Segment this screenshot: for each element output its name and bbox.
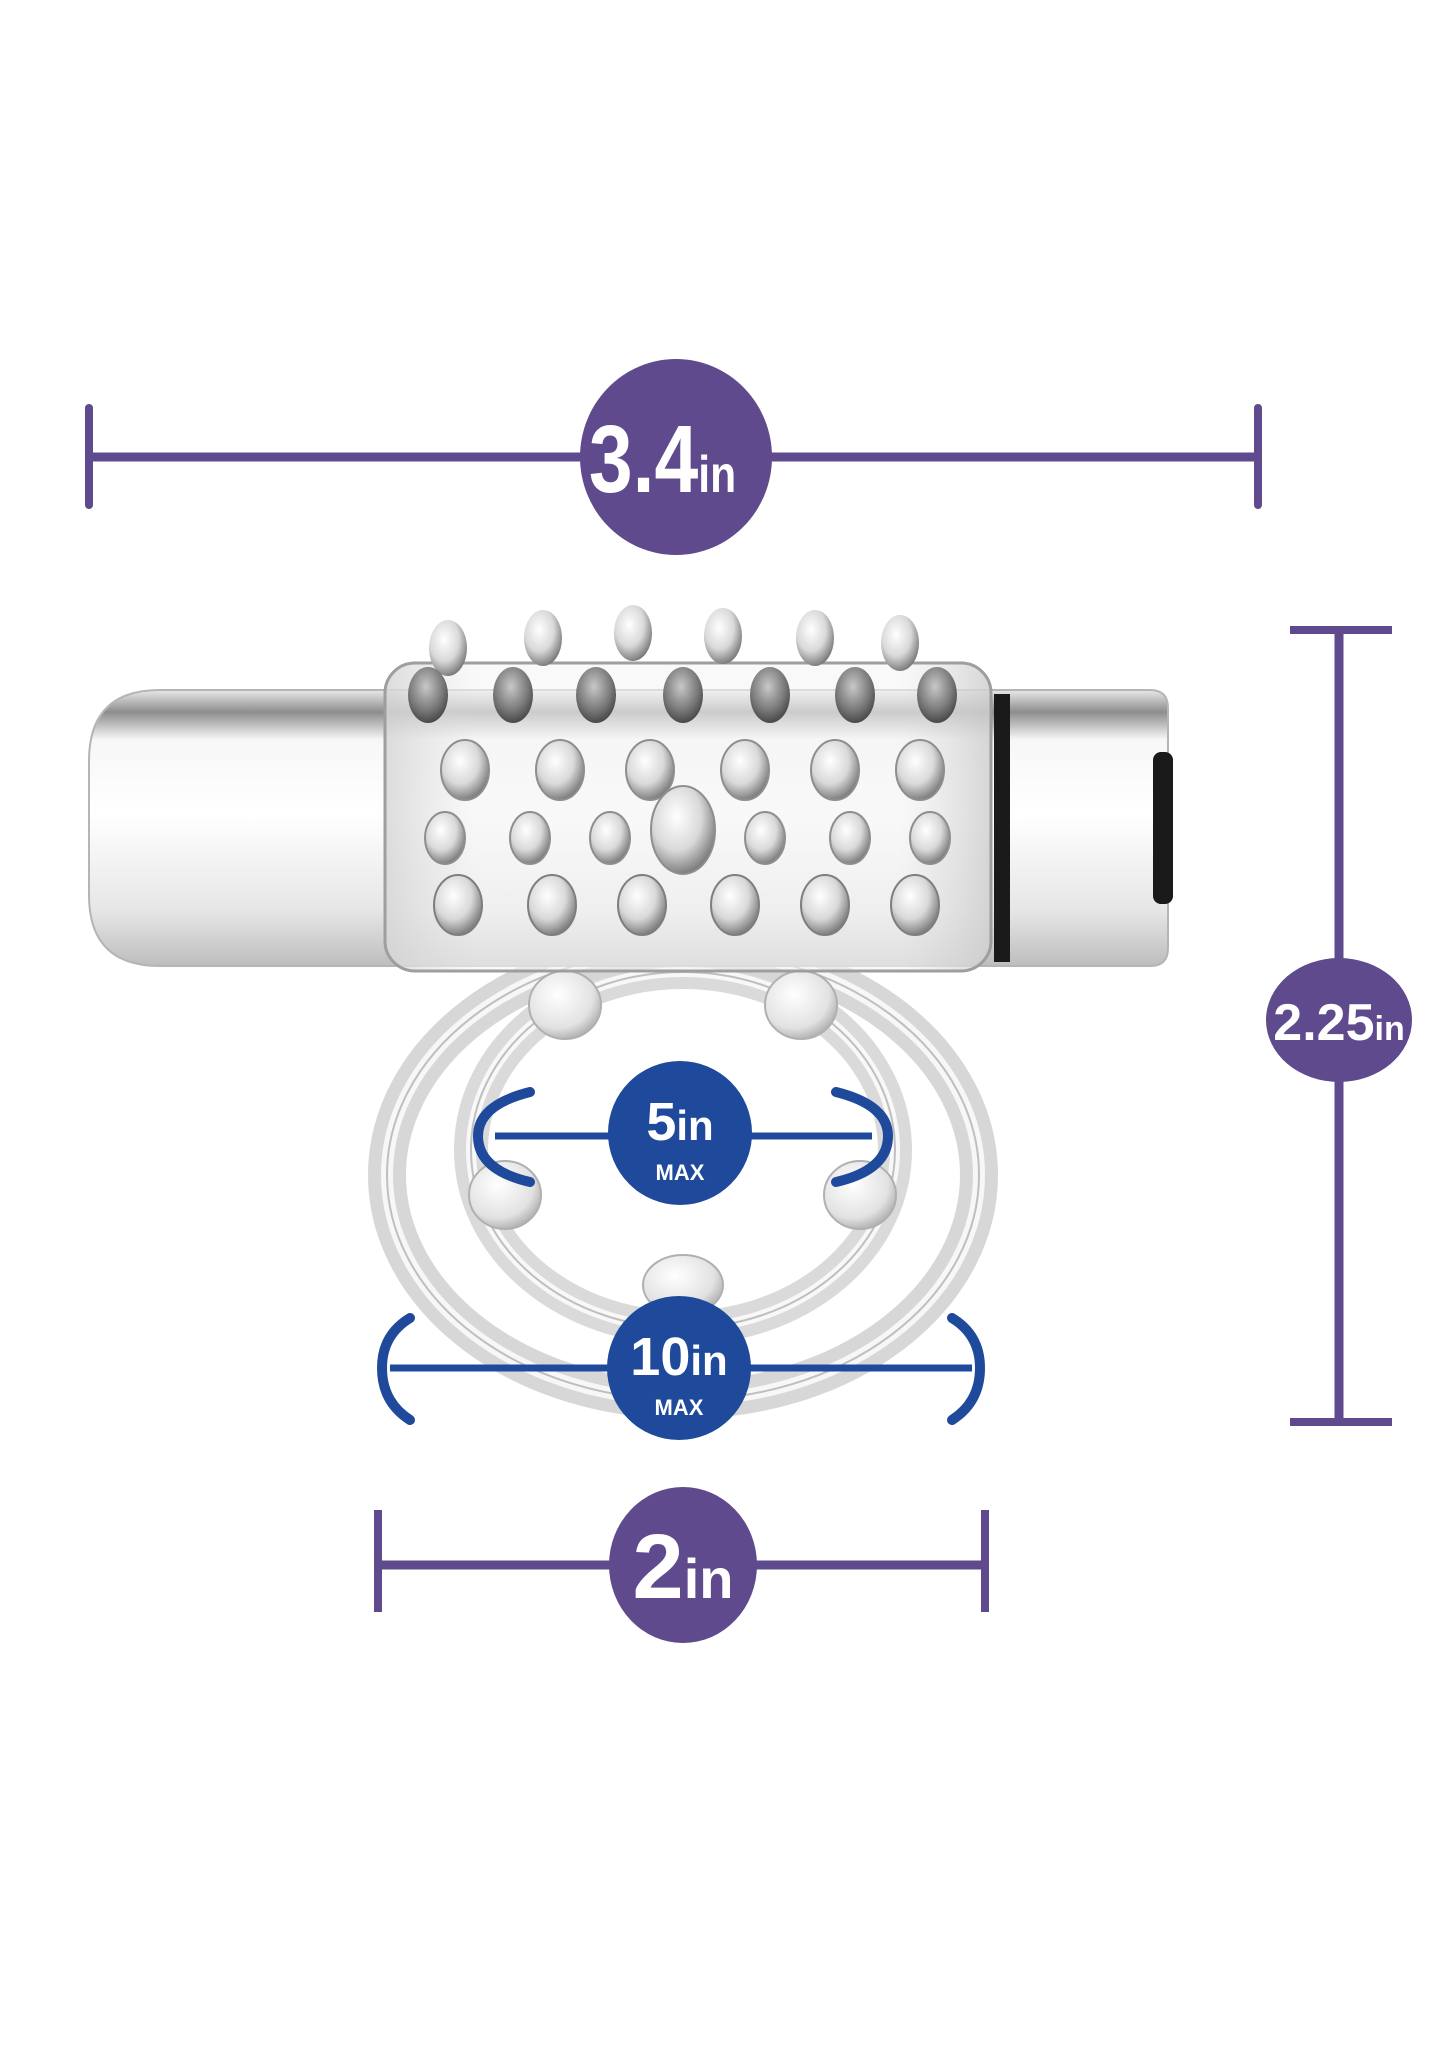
inner-stretch-dimension: 5in MAX [472,1061,894,1205]
inner-stretch-qualifier: MAX [656,1160,705,1185]
height-value: 2.25in [1273,994,1404,1052]
width-dimension: 2in [374,1487,989,1643]
bullet-band [994,694,1010,962]
outer-stretch-right-bracket [947,1313,986,1425]
bullet-end-cap [1153,752,1173,904]
sleeve-nubs-row1 [408,667,957,723]
product-illustration [88,605,1173,1419]
inner-ring-bead [528,970,602,1040]
inner-stretch-value: 5in [646,1092,713,1152]
length-value: 3.4in [589,406,736,513]
outer-stretch-value: 10in [630,1327,727,1387]
height-dimension: 2.25in [1266,626,1412,1426]
outer-stretch-dimension: 10in MAX [376,1296,986,1440]
outer-stretch-left-bracket [376,1313,415,1425]
width-label-badge [609,1487,757,1643]
inner-stretch-left-bracket [472,1087,535,1187]
length-label-badge [580,359,772,555]
nubbed-sleeve [383,605,993,973]
height-label-badge [1266,958,1412,1082]
sleeve-nubs-top [429,605,919,676]
inner-stretch-right-bracket [831,1087,894,1187]
inner-ring-bead [764,970,838,1040]
sleeve-nubs-row2 [440,739,945,801]
sleeve-nubs-row4 [433,874,940,936]
inner-stretch-badge [608,1061,752,1205]
length-dimension: 3.4in [85,359,1262,555]
width-value: 2in [633,1516,734,1618]
sleeve-nubs-row3 [424,785,951,875]
outer-stretch-qualifier: MAX [655,1395,704,1420]
outer-stretch-badge [607,1296,751,1440]
